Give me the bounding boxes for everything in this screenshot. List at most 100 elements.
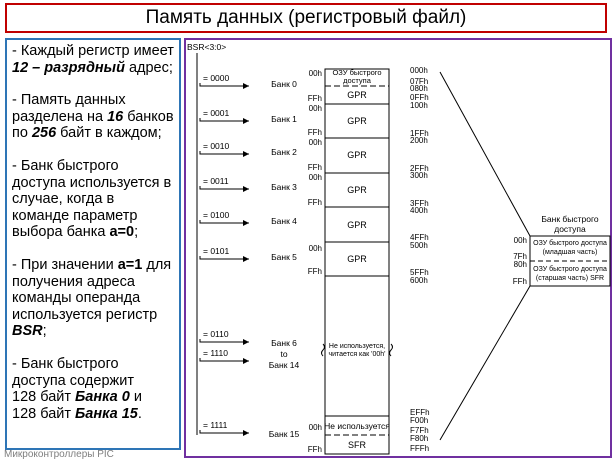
bsr-code: = 0010 [203,141,230,151]
bank-label: Банк 1 [271,114,297,124]
bullet-text: адрес; [124,59,173,76]
access-offset: 80h [514,260,527,269]
access-offset: FFh [513,277,527,286]
access-offset: 7Fh [513,252,527,261]
arrow-bank-14 [199,358,249,364]
bullet-emphasis: 16 [107,108,124,125]
address-label: 4FFh [410,233,429,242]
bullet-text: 128 байт [12,405,76,422]
address-label: 080h [410,84,428,93]
memory-block-labels: ОЗУ быстрого доступа GPR GPR GPR GPR GPR… [324,68,390,450]
gpr-label: GPR [347,116,367,126]
bank-labels: Банк 0 Банк 1 Банк 2 Банк 3 Банк 4 Банк … [269,79,300,439]
offset-FFh: FFh [308,163,322,172]
bullet-text: 128 байт [12,389,76,406]
offset-FFh: FFh [308,445,322,454]
footer-caption: Микроконтроллеры PIC [4,449,114,460]
bsr-code: = 0001 [203,108,230,118]
address-label: 000h [410,66,428,75]
address-label: 600h [410,276,428,285]
bullet-text: - Каждый регистр имеет [12,43,174,59]
address-label: 5FFh [410,268,429,277]
access-offset: 00h [514,236,527,245]
address-label: 07Fh [410,77,428,86]
map-line-top [439,71,531,237]
arrow-bank-2 [199,151,249,157]
offset-00h: 00h [309,244,322,253]
arrow-bank-4 [199,220,249,226]
address-label: F00h [410,416,428,425]
bullet-banks: - Память данных разделена на 16 банков п… [12,92,175,142]
bank-label: Банк 6 [271,338,297,348]
access-bank-title: Банк быстрого [541,214,599,224]
gpr-label: GPR [347,185,367,195]
offset-00h: 00h [309,104,322,113]
bullet-text: - Банк быстрого доступа используется в с… [12,157,172,241]
bullet-text: и [129,389,142,406]
address-label: F7Fh [410,426,429,435]
access-bank-mapping [439,71,531,441]
unused-bank15-label: Не используется [324,421,390,431]
bsr-label: BSR<3:0> [187,42,226,52]
offset-FFh: FFh [308,128,322,137]
access-high-label: ОЗУ быстрого доступа [533,265,607,273]
bank-label: Банк 0 [271,79,297,89]
address-label: 0FFh [410,93,429,102]
bullet-bsr: - При значении a=1 для получения адреса … [12,257,175,340]
bank-label: Банк 2 [271,147,297,157]
description-panel: - Каждый регистр имеет 12 – разрядный ад… [5,38,181,450]
bank-label: Банк 15 [269,429,300,439]
absolute-addresses: 000h 07Fh 080h 0FFh 100h 1FFh 200h 2FFh … [410,66,430,453]
memory-column [321,68,393,455]
offset-FFh: FFh [308,94,322,103]
offset-00h: 00h [309,173,322,182]
sfr-label: SFR [348,440,367,450]
break-mark-left [321,343,325,357]
bullet-text: . [137,405,142,422]
bullet-emphasis: Банка 0 [75,389,130,406]
access-low-label: ОЗУ быстрого доступа [533,239,607,247]
bullet-register-width: - Каждый регистр имеет 12 – разрядный ад… [12,43,175,76]
bullet-text: ; [134,224,139,241]
address-label: 500h [410,241,428,250]
address-label: 1FFh [410,129,429,138]
access-ram-label: ОЗУ быстрого [332,68,381,77]
access-ram-label: доступа [343,76,372,85]
bsr-code: = 0011 [203,176,229,186]
bsr-code: = 0101 [203,246,230,256]
bsr-code: = 0100 [203,210,230,220]
bsr-code: = 0110 [203,329,229,339]
address-label: 3FFh [410,199,429,208]
bullet-access-bank: - Банк быстрого доступа используется в с… [12,158,175,241]
bullet-emphasis: a=1 [117,256,143,273]
bank-label: Банк 14 [269,360,300,370]
access-bank-title: доступа [554,224,586,234]
map-line-bottom [439,285,531,441]
bank-label: Банк 4 [271,216,297,226]
arrow-bank-0 [199,83,249,89]
address-label: 300h [410,171,428,180]
address-label: 100h [410,101,428,110]
bullet-text: ; [42,323,47,340]
bank-label: Банк 5 [271,252,297,262]
bsr-codes: = 0000 = 0001 = 0010 = 0011 = 0100 = 010… [203,73,230,430]
bullet-emphasis: 256 [31,125,57,142]
gpr-label: GPR [347,220,367,230]
bsr-code: = 1111 [203,420,228,430]
access-low-label: (младшая часть) [543,249,598,256]
address-label: 2FFh [410,164,429,173]
address-label: 400h [410,206,428,215]
memory-map-panel [184,38,612,458]
address-label: FFFh [410,444,429,453]
bank-offsets: 00h FFh 00h FFh 00h FFh 00h FFh 00h FFh … [308,69,322,454]
bullet-text: для получения адреса команды операнда ис… [12,256,172,323]
bank-select-arrows [199,83,249,436]
unused-label: читается как '00h' [328,351,385,358]
bullet-emphasis: BSR [12,323,43,340]
arrow-bank-15 [199,430,249,436]
bullet-text: - Память данных разделена на [12,92,126,125]
arrow-bank-1 [199,118,249,124]
arrow-bank-5 [199,256,249,262]
